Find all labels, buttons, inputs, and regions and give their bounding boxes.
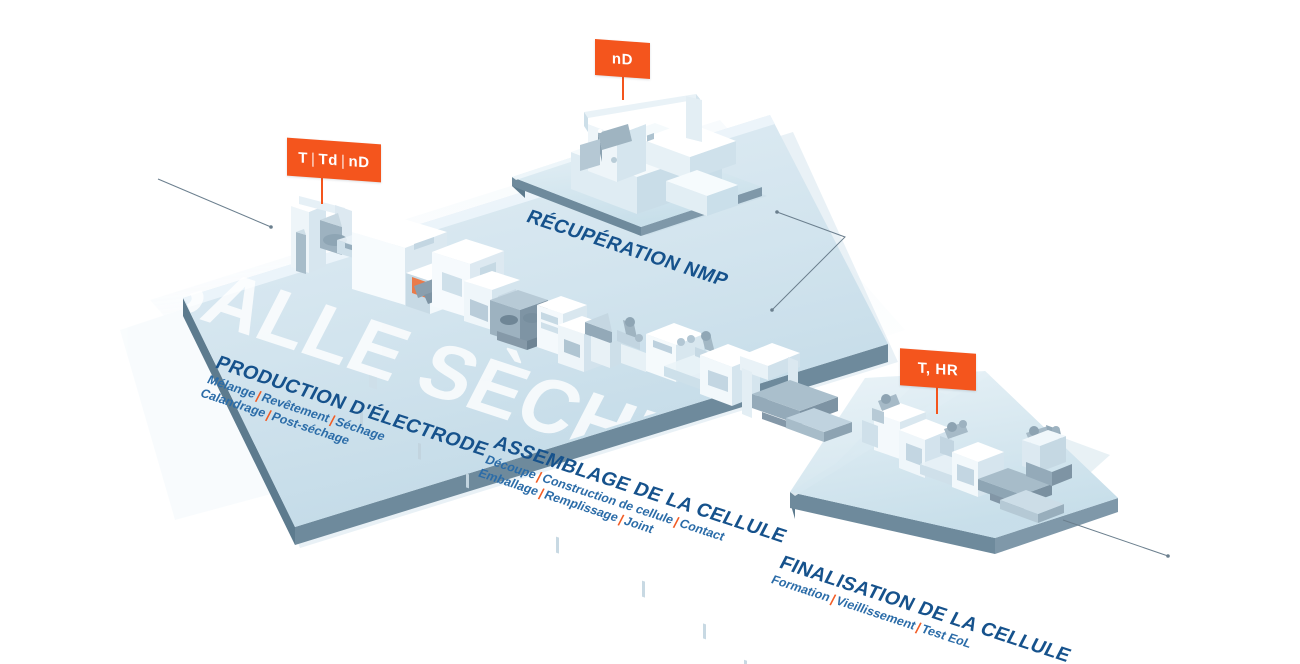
connector-line-output xyxy=(1062,519,1169,557)
badge-param-td: Td xyxy=(318,150,339,169)
badge-separator: | xyxy=(341,152,346,170)
badge-param-t-hr: T, HR xyxy=(917,359,959,380)
sensor-badge-finishing[interactable]: T, HR xyxy=(900,348,976,391)
connector-line-nmp xyxy=(771,211,846,311)
badge-stem-finishing xyxy=(936,386,938,414)
connector-line-input xyxy=(157,178,272,228)
finishing-line-machines xyxy=(862,394,1072,523)
badge-param-nd: nD xyxy=(348,152,370,172)
nmp-machine-group xyxy=(571,94,738,216)
sensor-badge-nmp[interactable]: nD xyxy=(595,39,650,79)
assembly-line-machines xyxy=(537,296,852,664)
sensor-badge-dryroom[interactable]: T | Td | nD xyxy=(287,137,381,183)
badge-stem-dryroom xyxy=(321,176,323,204)
badge-param-t: T xyxy=(298,148,309,167)
badge-separator: | xyxy=(311,149,316,168)
connector-lines xyxy=(157,178,1170,558)
badge-param-nd: nD xyxy=(611,49,634,69)
badge-stem-nmp xyxy=(622,74,624,100)
